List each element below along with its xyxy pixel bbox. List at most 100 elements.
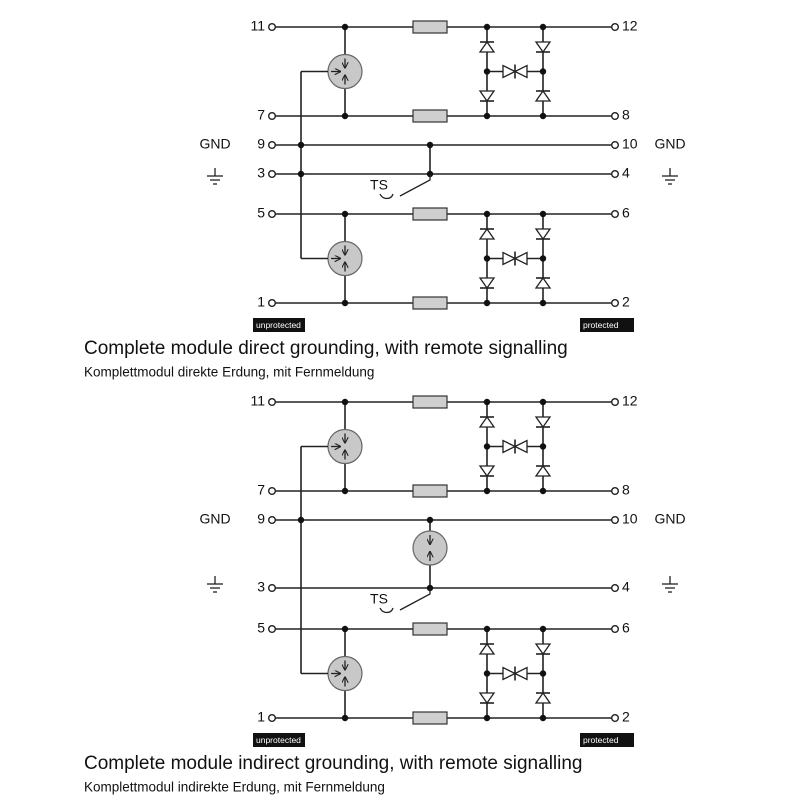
terminal-label-left: 3 xyxy=(257,165,265,181)
diagram-title: Complete module direct grounding, with r… xyxy=(84,338,568,359)
diagram-subtitle: Komplettmodul direkte Erdung, mit Fernme… xyxy=(84,365,374,380)
terminal-circle xyxy=(268,583,277,592)
junction-dot xyxy=(483,625,491,633)
junction-dot xyxy=(483,68,491,75)
junction-dot xyxy=(341,625,349,633)
junction-dot xyxy=(539,255,547,262)
tvs-diode xyxy=(478,642,496,655)
bidirectional-diode xyxy=(502,439,528,454)
tvs-diode xyxy=(478,415,496,428)
tvs-diode xyxy=(478,90,496,103)
resistor xyxy=(412,20,448,34)
junction-dot xyxy=(341,398,349,406)
junction-dot xyxy=(539,670,547,677)
gnd-label-right: GND xyxy=(654,136,685,152)
tvs-diode xyxy=(534,89,552,102)
terminal-circle xyxy=(611,23,620,32)
resistor xyxy=(412,395,448,409)
terminal-label-right: 6 xyxy=(622,620,630,636)
tvs-diode xyxy=(534,276,552,289)
terminal-label-left: 11 xyxy=(250,18,265,34)
bidirectional-diode xyxy=(502,64,528,79)
tvs-diode xyxy=(534,228,552,241)
terminal-label-right: 12 xyxy=(622,393,638,409)
terminal-label-left: 7 xyxy=(257,107,265,123)
junction-dot xyxy=(426,516,434,524)
junction-dot xyxy=(539,625,547,633)
junction-dot xyxy=(483,210,491,218)
terminal-label-right: 4 xyxy=(622,579,630,595)
terminal-circle xyxy=(611,398,620,407)
terminal-circle xyxy=(268,486,277,495)
ts-label: TS xyxy=(370,591,388,607)
protected-tag: protected xyxy=(580,733,634,747)
terminal-label-right: 12 xyxy=(622,18,638,34)
bidirectional-diode xyxy=(502,666,528,681)
ground-icon xyxy=(662,168,678,185)
tvs-diode xyxy=(534,464,552,477)
terminal-label-left: 3 xyxy=(257,579,265,595)
terminal-label-left: 1 xyxy=(257,709,265,725)
terminal-circle xyxy=(611,140,620,149)
terminal-label-left: 9 xyxy=(257,511,265,527)
junction-dot xyxy=(483,112,491,120)
terminal-label-right: 10 xyxy=(622,511,638,527)
junction-dot xyxy=(483,443,491,450)
junction-dot xyxy=(539,714,547,722)
protected-tag-text: protected xyxy=(583,735,619,745)
junction-dot xyxy=(341,23,349,31)
terminal-circle xyxy=(611,583,620,592)
junction-dot xyxy=(483,487,491,495)
tvs-diode xyxy=(534,691,552,704)
ground-icon xyxy=(662,576,678,593)
resistor xyxy=(412,622,448,636)
terminal-circle xyxy=(268,624,277,633)
gnd-label-left: GND xyxy=(199,136,230,152)
terminal-circle xyxy=(611,714,620,723)
terminal-circle xyxy=(268,169,277,178)
terminal-circle xyxy=(611,169,620,178)
terminal-label-left: 11 xyxy=(250,393,265,409)
resistor xyxy=(412,207,448,221)
junction-dot xyxy=(483,714,491,722)
ts-label: TS xyxy=(370,177,388,193)
junction-dot xyxy=(341,714,349,722)
terminal-circle xyxy=(268,140,277,149)
junction-dot xyxy=(539,112,547,120)
resistor xyxy=(412,711,448,725)
gas-discharge-tube xyxy=(327,428,363,465)
diagram-title: Complete module indirect grounding, with… xyxy=(84,753,583,774)
junction-dot xyxy=(483,299,491,307)
resistor xyxy=(412,109,448,123)
junction-dot xyxy=(539,210,547,218)
tvs-diode xyxy=(478,40,496,53)
junction-dot xyxy=(539,68,547,75)
junction-dot xyxy=(426,141,434,149)
gas-discharge-tube xyxy=(327,240,363,277)
junction-dot xyxy=(341,299,349,307)
junction-dot xyxy=(539,398,547,406)
unprotected-tag: unprotected xyxy=(253,318,305,332)
tvs-diode xyxy=(478,277,496,290)
tvs-diode xyxy=(478,465,496,478)
junction-dot xyxy=(341,210,349,218)
resistor xyxy=(412,484,448,498)
junction-dot xyxy=(297,516,305,524)
resistor xyxy=(412,296,448,310)
terminal-circle xyxy=(268,515,277,524)
terminal-circle xyxy=(268,209,277,218)
terminal-circle xyxy=(611,515,620,524)
terminal-label-right: 8 xyxy=(622,482,630,498)
tvs-diode xyxy=(534,41,552,54)
junction-dot xyxy=(483,255,491,262)
ts-lead xyxy=(399,588,431,611)
terminal-circle xyxy=(611,486,620,495)
unprotected-tag-text: unprotected xyxy=(256,320,301,330)
terminal-label-right: 4 xyxy=(622,165,630,181)
junction-dot xyxy=(539,443,547,450)
terminal-label-right: 6 xyxy=(622,205,630,221)
junction-dot xyxy=(341,112,349,120)
